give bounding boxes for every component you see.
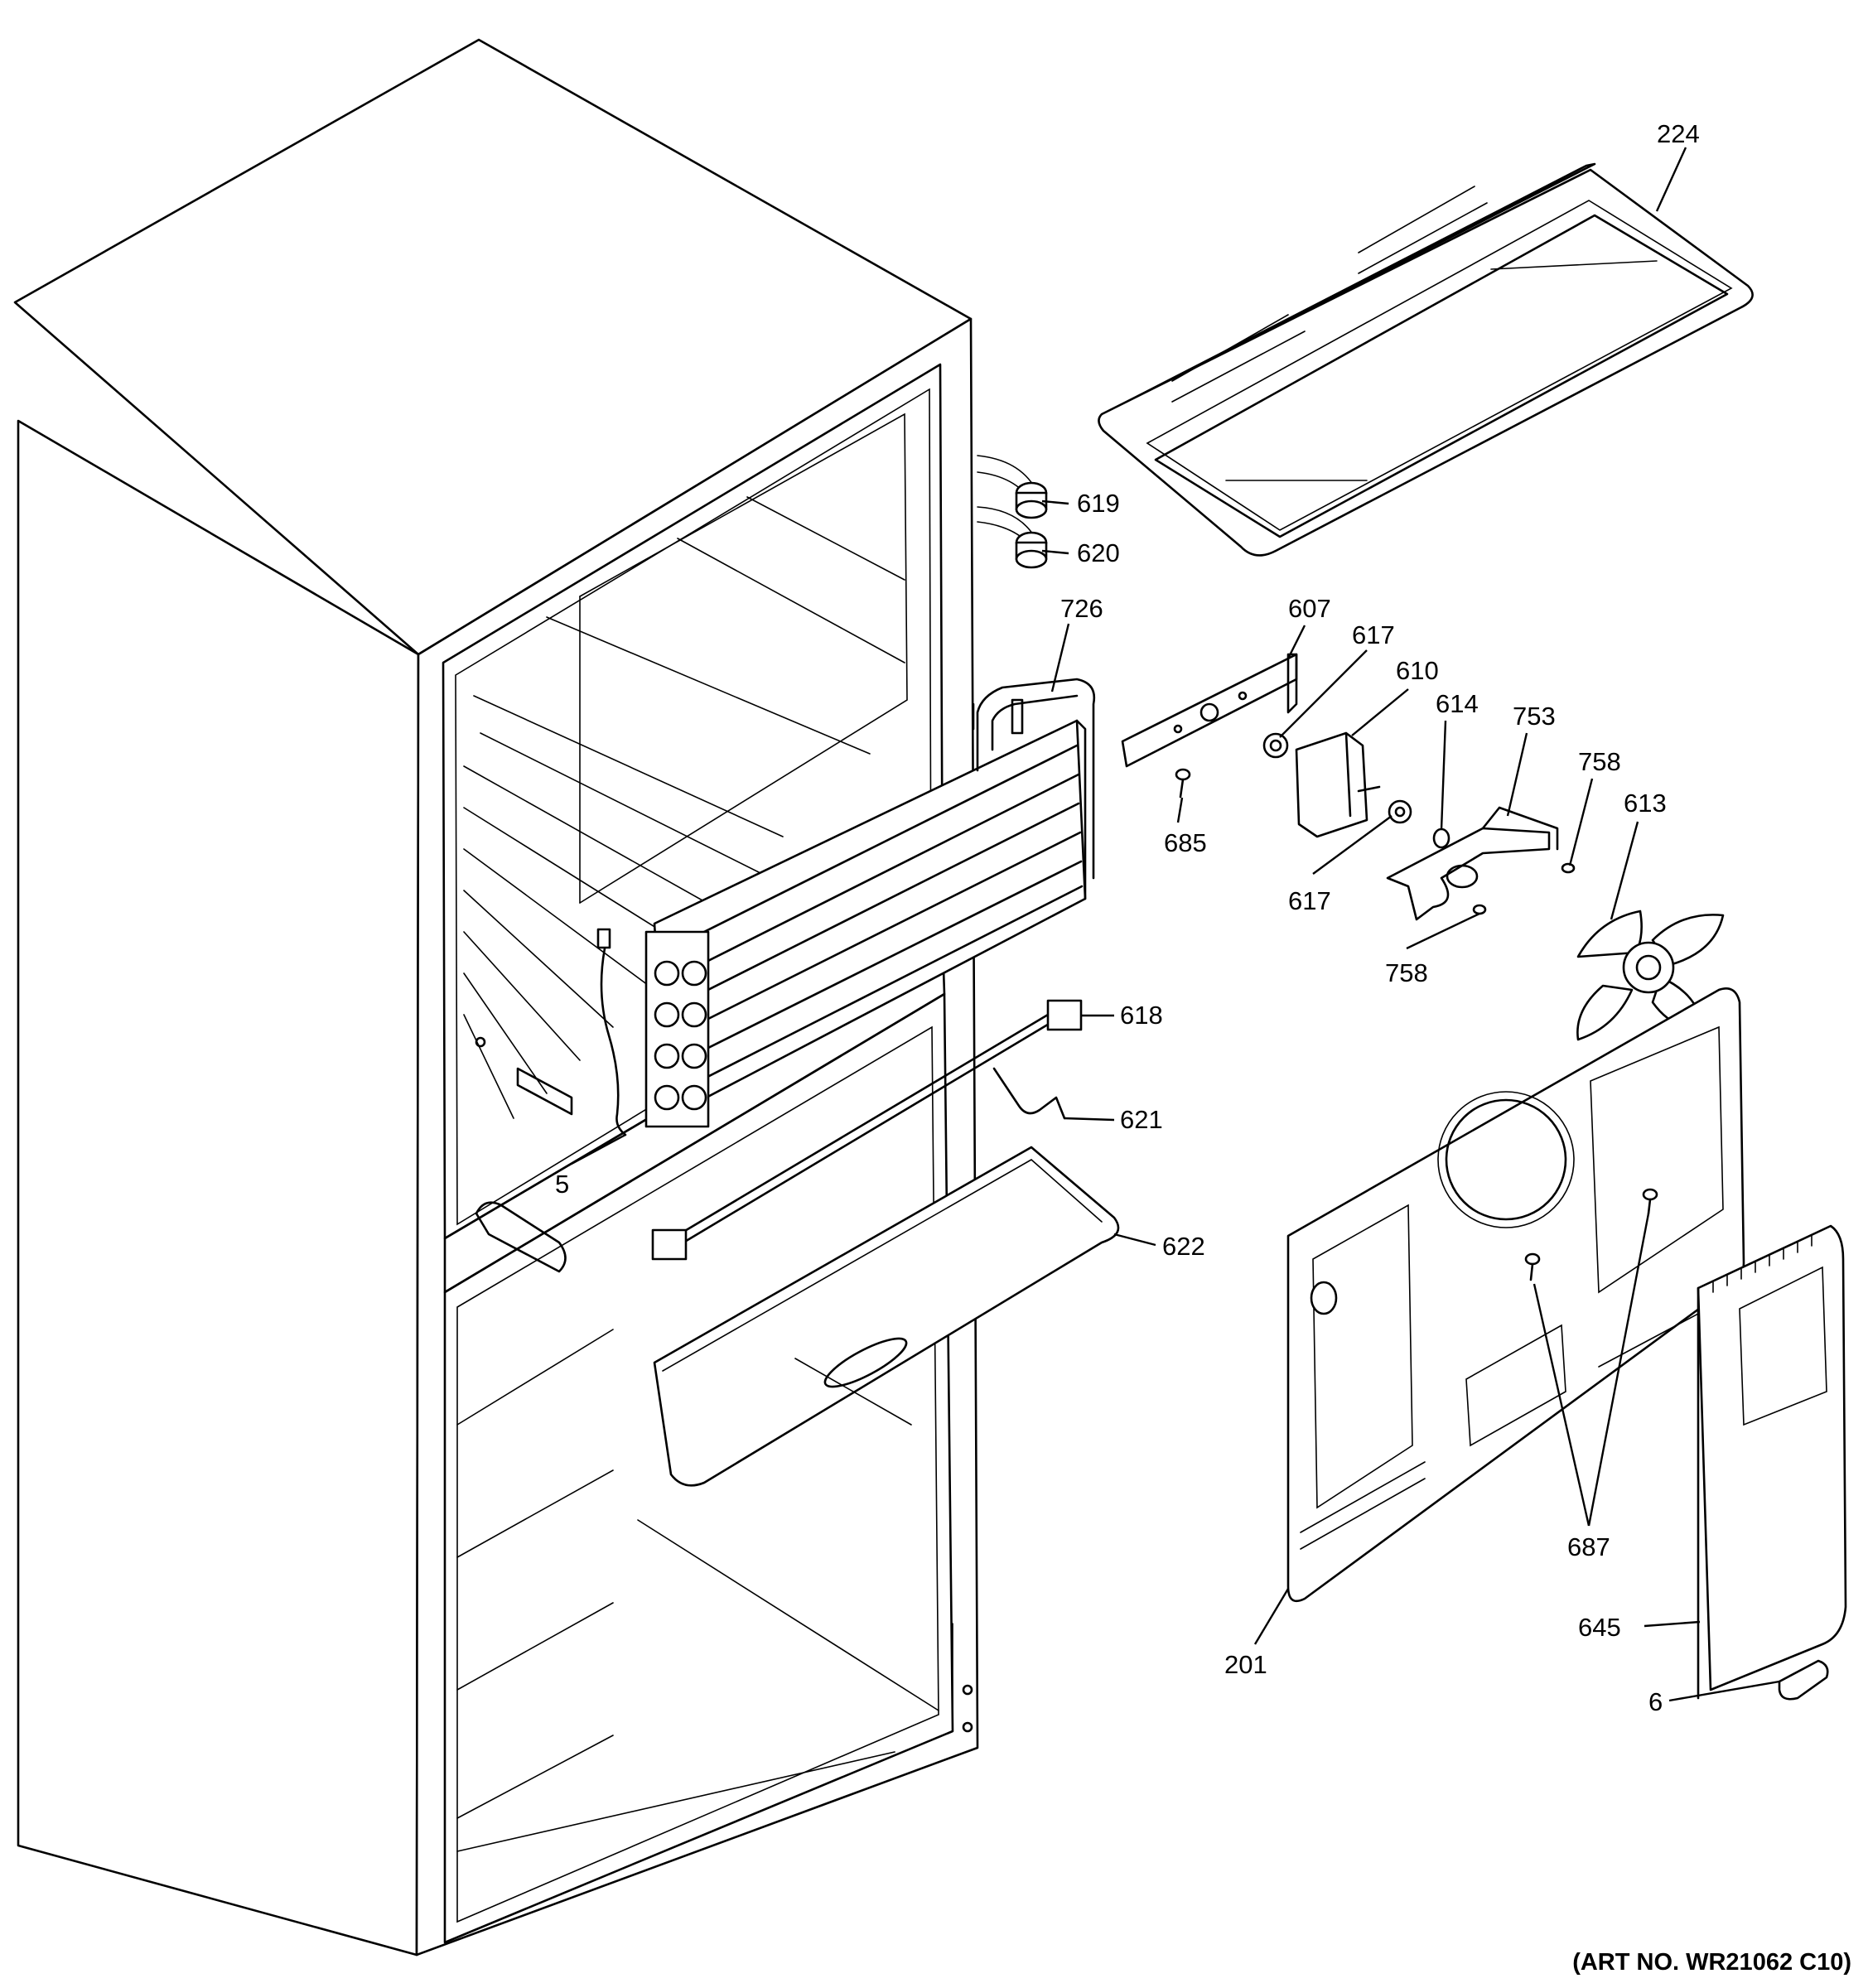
callout-labels: 224 619 620 726 607 617 610 614 753 758 … <box>555 119 1700 1716</box>
callout-614: 614 <box>1436 689 1479 718</box>
fan-motor-icon <box>1262 731 1412 838</box>
defrost-heater-icon <box>651 999 1083 1261</box>
evaporator-cover-icon <box>1286 987 1745 1603</box>
callout-618: 618 <box>1120 1001 1163 1030</box>
refrigerator-cabinet-icon <box>13 38 979 1957</box>
screw-icon <box>1175 768 1191 799</box>
callout-758-bottom: 758 <box>1385 958 1428 987</box>
leader-lines <box>571 147 1780 1702</box>
callout-201: 201 <box>1224 1650 1267 1679</box>
defrost-thermostat-icon <box>596 928 627 1136</box>
drain-pan-icon <box>653 1146 1120 1487</box>
callout-753: 753 <box>1513 702 1556 731</box>
callout-758-top: 758 <box>1578 747 1621 776</box>
screw-icon <box>1524 1188 1658 1281</box>
callout-613: 613 <box>1624 789 1667 818</box>
callout-726: 726 <box>1060 594 1103 623</box>
callout-620: 620 <box>1077 538 1120 567</box>
callout-5: 5 <box>555 1170 569 1199</box>
screw-icon <box>1472 862 1576 915</box>
callout-687: 687 <box>1567 1532 1610 1561</box>
callout-685: 685 <box>1164 828 1207 857</box>
callout-622: 622 <box>1162 1232 1205 1261</box>
callout-617-top: 617 <box>1352 620 1395 649</box>
callout-607: 607 <box>1288 594 1331 623</box>
callout-645: 645 <box>1578 1613 1621 1642</box>
evaporator-coil-icon <box>644 678 1096 1128</box>
air-duct-cover-icon <box>1697 1224 1847 1700</box>
fan-blade-icon <box>1576 910 1725 1041</box>
callout-224: 224 <box>1657 119 1700 148</box>
art-number: (ART NO. WR21062 C10) <box>1572 1949 1851 1976</box>
callout-617-bottom: 617 <box>1288 886 1331 915</box>
motor-bracket-icon <box>1386 806 1559 921</box>
callout-610: 610 <box>1396 656 1439 685</box>
freezer-shelf <box>1098 162 1754 557</box>
callout-6: 6 <box>1648 1687 1663 1716</box>
heater-clip-icon <box>992 1067 1066 1120</box>
callout-619: 619 <box>1077 489 1120 518</box>
control-knob-icon <box>1778 1659 1829 1701</box>
light-socket-icon <box>977 455 1048 569</box>
fan-bracket-icon <box>1121 653 1298 768</box>
callout-621: 621 <box>1120 1105 1163 1134</box>
